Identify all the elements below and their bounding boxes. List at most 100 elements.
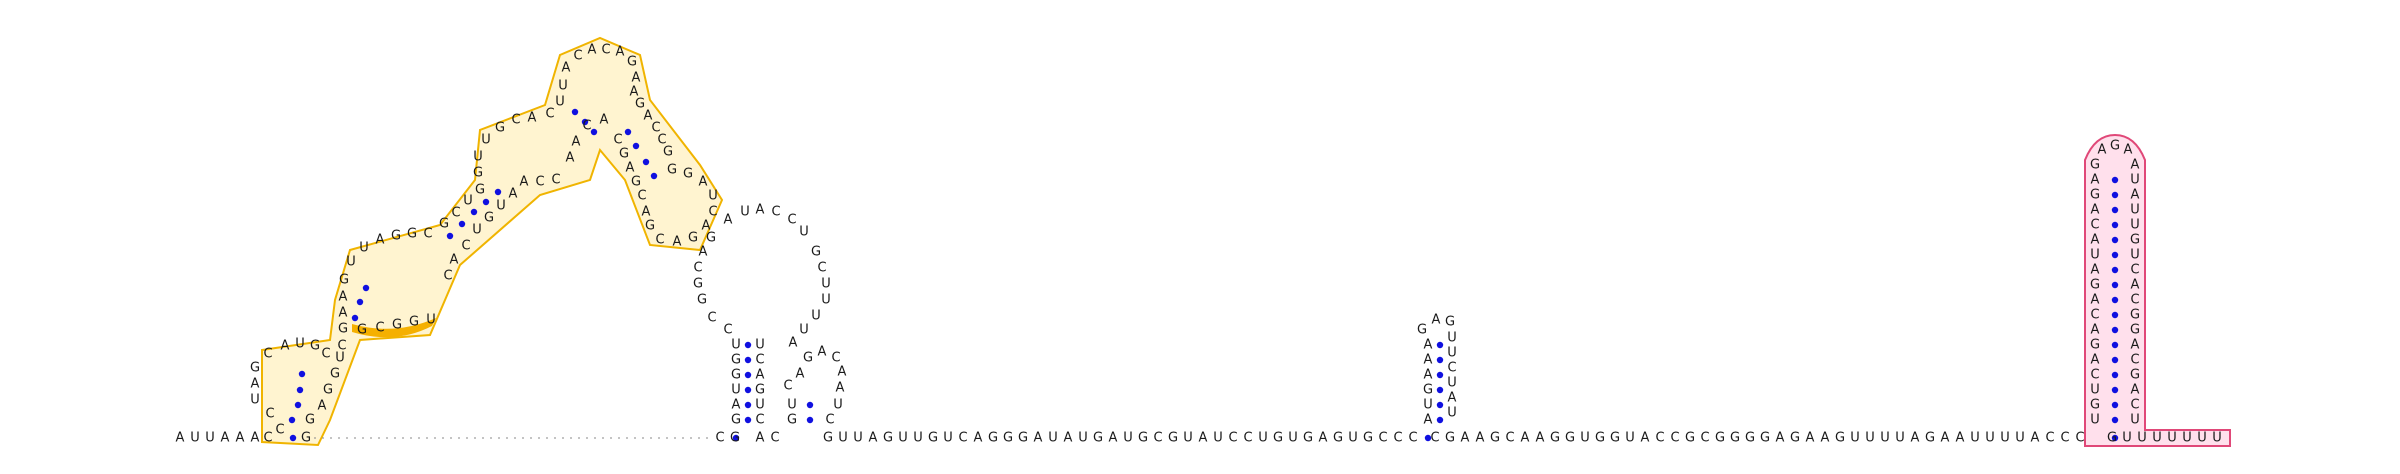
nucleotide: G <box>697 293 707 308</box>
nucleotide: U <box>2130 203 2140 218</box>
nucleotide: C <box>1408 431 1417 446</box>
nucleotide: A <box>724 213 733 228</box>
nucleotide: A <box>1424 413 1433 428</box>
nucleotide: A <box>520 175 529 190</box>
nucleotide: C <box>2075 431 2084 446</box>
nucleotide: G <box>323 383 333 398</box>
nucleotide: U <box>250 393 260 408</box>
base-pair-dots <box>288 108 2119 442</box>
nucleotide: G <box>2090 278 2100 293</box>
nucleotide: A <box>2091 233 2100 248</box>
nucleotide: C <box>817 261 826 276</box>
nucleotide: A <box>818 345 827 360</box>
nucleotide: U <box>481 133 491 148</box>
nucleotide: A <box>221 431 230 446</box>
nucleotide: C <box>461 239 470 254</box>
nucleotide: U <box>1423 398 1433 413</box>
nucleotide: C <box>1153 431 1162 446</box>
nucleotide: C <box>275 423 284 438</box>
nucleotide: A <box>2091 203 2100 218</box>
nucleotide: G <box>1745 431 1755 446</box>
nucleotide: U <box>2122 431 2132 446</box>
nucleotide: C <box>715 431 724 446</box>
nucleotide: C <box>613 133 622 148</box>
nucleotide: G <box>635 97 645 112</box>
base-pair-dot <box>2111 371 2119 379</box>
base-pair-dot <box>2111 176 2119 184</box>
nucleotide: A <box>1432 313 1441 328</box>
nucleotide: A <box>2091 353 2100 368</box>
nucleotide: U <box>473 150 483 165</box>
nucleotide: U <box>346 255 356 270</box>
nucleotide: G <box>391 229 401 244</box>
nucleotide: A <box>642 205 651 220</box>
base-pair-dot <box>590 128 598 136</box>
base-pair-dot <box>732 434 740 442</box>
nucleotide: G <box>1760 431 1770 446</box>
nucleotide: A <box>1424 353 1433 368</box>
base-pair-dot <box>642 158 650 166</box>
nucleotide: U <box>1895 431 1905 446</box>
nucleotide: G <box>706 231 716 246</box>
nucleotide: C <box>601 43 610 58</box>
nucleotide: A <box>1806 431 1815 446</box>
nucleotide: G <box>1835 431 1845 446</box>
nucleotide: A <box>1521 431 1530 446</box>
nucleotide: U <box>1078 431 1088 446</box>
nucleotide: G <box>1445 315 1455 330</box>
base-pair-dot <box>288 416 296 424</box>
base-pair-dot <box>2111 311 2119 319</box>
nucleotide: G <box>1363 431 1373 446</box>
base-pair-dot <box>296 386 304 394</box>
nucleotide: A <box>630 85 639 100</box>
nucleotide: G <box>338 322 348 337</box>
nucleotide: G <box>2090 338 2100 353</box>
base-pair-dot <box>744 371 752 379</box>
nucleotide: C <box>787 213 796 228</box>
nucleotide: G <box>823 431 833 446</box>
nucleotide: C <box>1505 431 1514 446</box>
base-pair-dot <box>744 386 752 394</box>
nucleotide: G <box>484 211 494 226</box>
nucleotide: A <box>2124 143 2133 158</box>
nucleotide: C <box>2045 431 2054 446</box>
nucleotide: U <box>2130 248 2140 263</box>
nucleotide: G <box>305 413 315 428</box>
nucleotide: A <box>836 381 845 396</box>
nucleotide: U <box>1970 431 1980 446</box>
nucleotide: G <box>2130 323 2140 338</box>
nucleotide: U <box>295 337 305 352</box>
nucleotide: C <box>708 205 717 220</box>
nucleotide: C <box>451 206 460 221</box>
nucleotide: G <box>407 227 417 242</box>
nucleotide: A <box>1424 338 1433 353</box>
nucleotide: U <box>1123 431 1133 446</box>
nucleotide: A <box>450 253 459 268</box>
nucleotide: G <box>1925 431 1935 446</box>
base-pair-dot <box>482 198 490 206</box>
nucleotide: G <box>2130 368 2140 383</box>
nucleotide: G <box>667 163 677 178</box>
nucleotide: C <box>770 431 779 446</box>
nucleotide: A <box>2131 338 2140 353</box>
base-pair-dot <box>2111 341 2119 349</box>
nucleotide: C <box>657 133 666 148</box>
nucleotide: U <box>811 309 821 324</box>
nucleotide: U <box>463 194 473 209</box>
nucleotide: A <box>1424 368 1433 383</box>
nucleotide: C <box>1243 431 1252 446</box>
nucleotide: A <box>1776 431 1785 446</box>
nucleotide: G <box>1003 431 1013 446</box>
nucleotide: A <box>339 306 348 321</box>
nucleotide: G <box>1138 431 1148 446</box>
nucleotide: C <box>1430 431 1439 446</box>
nucleotide: A <box>869 431 878 446</box>
nucleotide: G <box>475 183 485 198</box>
nucleotide: A <box>339 290 348 305</box>
nucleotide: A <box>2131 158 2140 173</box>
nucleotide: A <box>2131 383 2140 398</box>
base-pair-dot <box>2111 401 2119 409</box>
nucleotide: G <box>1423 383 1433 398</box>
nucleotide: G <box>1550 431 1560 446</box>
nucleotide: A <box>566 151 575 166</box>
